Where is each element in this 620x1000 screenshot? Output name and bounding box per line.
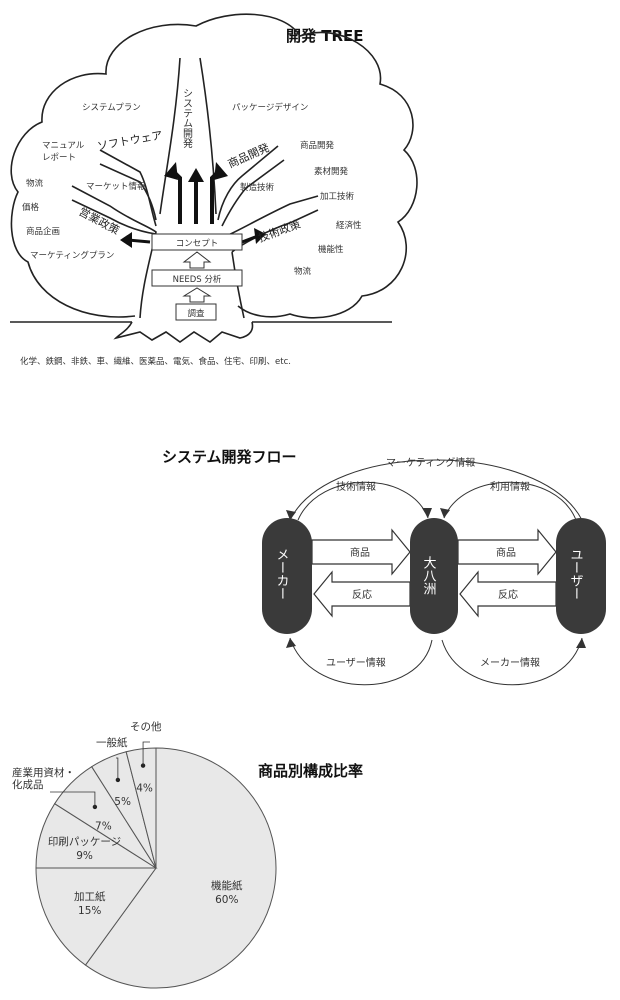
branch-product-dev: 商品開発 — [226, 140, 272, 171]
roots-caption: 化学、鉄鋼、非鉄、車、繊維、医薬品、電気、食品、住宅、印刷、etc. — [20, 356, 291, 367]
node-user — [556, 518, 606, 634]
pie-slice-value: 5% — [114, 796, 131, 808]
label-marketing-plan: マーケティングプラン — [30, 250, 114, 261]
label-functionality: 機能性 — [318, 244, 344, 255]
pie-callout-line — [116, 757, 119, 780]
pie-slice-label: 一般紙 — [96, 736, 128, 749]
label-user-info: ユーザー情報 — [326, 656, 386, 669]
curve-usage-info — [443, 481, 577, 521]
pie-slice-label: 印刷パッケージ — [48, 835, 121, 848]
ah-tech — [422, 508, 432, 518]
label-system-plan: システムプラン — [82, 103, 141, 113]
tree-diagram: 開発 TREE システム開発 ソフトウェア 商品開発 — [10, 13, 418, 367]
arrow-reaction-right — [459, 570, 557, 618]
tree-canopy — [10, 13, 418, 319]
label-tech-info: 技術情報 — [336, 480, 376, 493]
pie-slice-value: 9% — [76, 850, 93, 862]
flow-title: システム開発フロー — [162, 448, 297, 466]
arrow-head-tech — [254, 228, 266, 244]
pie-slice-label: 加工紙 — [74, 890, 106, 903]
pie-slices — [35, 747, 277, 989]
pie-slice-value: 7% — [95, 820, 112, 832]
arrow-reaction-left — [313, 570, 411, 618]
ah-user-info — [286, 638, 296, 648]
ah-maker-info — [576, 638, 586, 648]
curve-maker-info — [441, 637, 583, 686]
node-maker — [262, 518, 312, 634]
pie-slice-value: 15% — [78, 905, 101, 917]
tree-title: 開発 TREE — [286, 27, 364, 45]
label-maker-info: メーカー情報 — [480, 656, 540, 669]
label-processing-tech: 加工技術 — [320, 191, 355, 202]
concept-box — [151, 233, 243, 251]
concept-label: コンセプト — [176, 239, 219, 249]
pie-slice-value: 4% — [136, 783, 153, 795]
label-price: 価格 — [22, 202, 40, 213]
ah-usage — [440, 508, 450, 518]
ah-marketing — [286, 510, 296, 520]
pie-chart: 商品別構成比率 機能紙 60% 加工紙 15% 印刷パッケージ 9% 産業用資材・化成品 7%… — [12, 720, 363, 989]
label-marketing-info: マーケティング情報 — [386, 456, 475, 469]
pie-title: 商品別構成比率 — [258, 762, 363, 780]
needs-box — [151, 269, 243, 287]
label-logistics-left: 物流 — [26, 178, 44, 189]
label-logistics-right: 物流 — [294, 266, 312, 277]
label-product-planning: 商品企画 — [26, 226, 60, 237]
pie-slice-label: その他 — [130, 720, 162, 733]
node-maker-label: メーカー — [274, 548, 289, 600]
label-reaction-left: 反応 — [352, 588, 372, 601]
curve-user-info — [289, 637, 433, 686]
label-product-left: 商品 — [350, 546, 370, 559]
pie-slice-label: 化成品 — [12, 778, 44, 791]
flow-diagram: システム開発フロー マーケティング情報 技術情報 利用情報 ユーザー情報 メーカ… — [162, 448, 606, 686]
label-report: レポート — [42, 153, 76, 163]
label-product-right: 商品 — [496, 546, 516, 559]
label-manual: マニュアル — [42, 141, 85, 151]
pie-slice — [35, 867, 157, 966]
arrow-product-left — [311, 528, 411, 576]
arrow-head-sales — [120, 232, 132, 248]
arrow-head-center — [188, 168, 204, 182]
tree-roots — [113, 321, 254, 343]
node-center — [410, 518, 458, 634]
arrow-head-right — [214, 162, 228, 180]
trunk-label: システム開発 — [181, 88, 193, 149]
label-product-dev-r: 商品開発 — [300, 140, 335, 151]
needs-label: NEEDS 分析 — [173, 274, 222, 285]
label-market-info: マーケット情報 — [86, 181, 146, 192]
pie-slice — [84, 747, 277, 989]
hollow-arrow-2 — [182, 287, 212, 303]
curve-marketing-info — [289, 459, 583, 521]
pie-slice-label: 産業用資材・ — [12, 766, 75, 779]
pie-callout-line — [142, 741, 150, 766]
label-reaction-right: 反応 — [498, 588, 518, 601]
arrow-head-left — [164, 162, 178, 180]
pie-labels: 機能紙 60% 加工紙 15% 印刷パッケージ 9% 産業用資材・化成品 7% 一般紙 5% その他… — [12, 720, 243, 917]
node-center-label: 大八洲 — [421, 556, 437, 595]
branch-tech-policy: 技術政策 — [256, 217, 302, 245]
label-package-design: パッケージデザイン — [232, 102, 308, 113]
survey-label: 調査 — [187, 308, 205, 319]
label-material-dev: 素材開発 — [314, 166, 349, 177]
node-user-label: ユーザー — [568, 548, 584, 600]
arrow-product-right — [457, 528, 557, 576]
hollow-arrow-1 — [182, 251, 212, 269]
pie-slice-label: 機能紙 — [211, 879, 243, 892]
curve-tech-info — [297, 481, 429, 521]
survey-box — [175, 303, 217, 321]
label-usage-info: 利用情報 — [490, 480, 530, 493]
label-economy: 経済性 — [336, 220, 362, 231]
branch-software: ソフトウェア — [96, 129, 163, 153]
pie-slice — [125, 747, 157, 869]
pie-slice-value: 60% — [215, 894, 238, 906]
pie-callout-line — [50, 791, 96, 807]
label-manufacturing-tech: 製造技術 — [240, 182, 275, 193]
